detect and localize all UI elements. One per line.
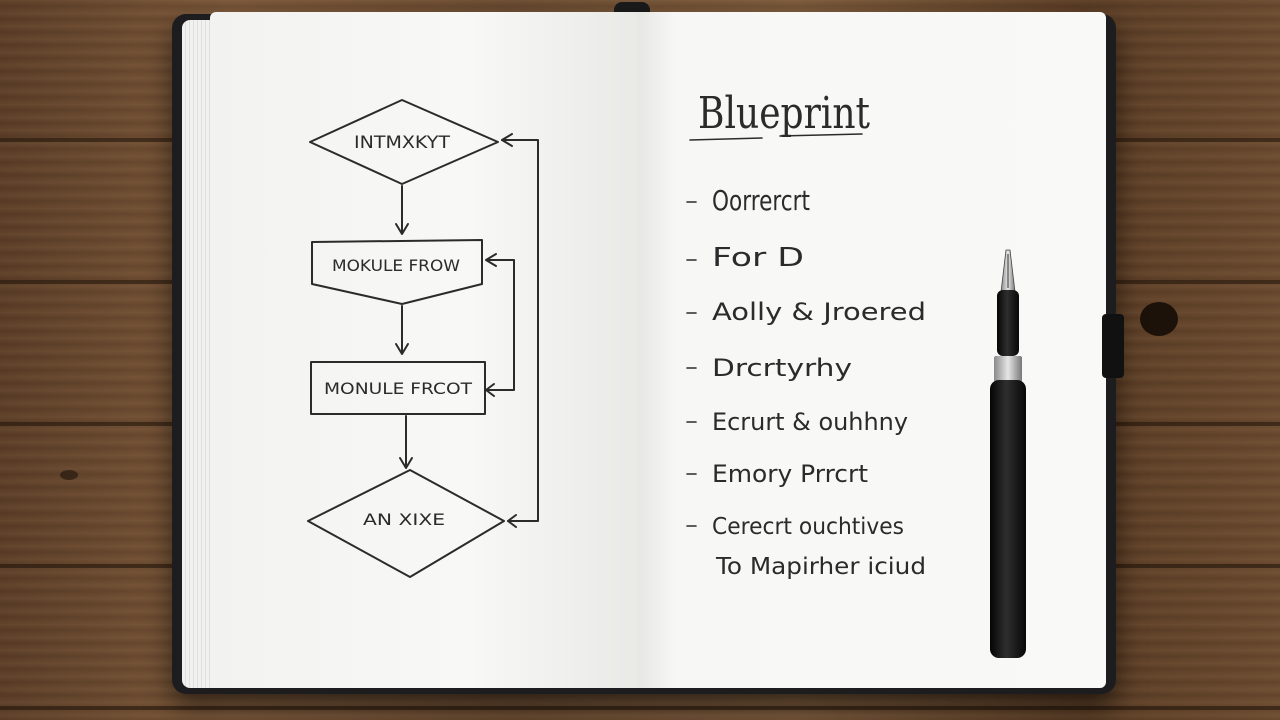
loop-arrow-inner [485, 259, 515, 391]
arrow-head [501, 133, 513, 147]
pen-band [994, 356, 1022, 382]
top-decision-diamond [309, 99, 499, 185]
notes-title: Blueprint [698, 88, 870, 139]
pen-grip [997, 290, 1019, 356]
list-item: Aolly & Jroered [712, 298, 926, 326]
fountain-pen [990, 249, 1026, 658]
process-box-2 [310, 361, 486, 415]
left-page [210, 12, 638, 688]
wood-knot [1140, 302, 1178, 336]
process-2-label: MONULE FRCOT [324, 379, 472, 398]
right-page [638, 12, 1106, 688]
title-underline [779, 133, 863, 137]
title-underline [689, 137, 763, 141]
arrow-head [485, 253, 497, 267]
arrow-head [507, 514, 517, 528]
list-item: Oorrercrt [712, 184, 810, 217]
arrow-head [395, 223, 409, 235]
list-item: Cerecrt ouchtives [712, 514, 904, 540]
bottom-decision-diamond [307, 469, 505, 578]
loop-arrow-outer [501, 139, 539, 522]
wood-knot [60, 470, 78, 480]
list-item: Emory Prrcrt [712, 460, 868, 488]
top-decision-label: INTMXKYT [354, 133, 451, 153]
process-1-label: MOKULE FROW [332, 256, 460, 275]
elastic-band-closure [1102, 314, 1124, 378]
list-item: Ecrurt & ouhhny [712, 408, 908, 436]
arrow-head [395, 343, 409, 355]
pen-barrel [990, 380, 1026, 658]
list-item: Drcrtyrhy [712, 354, 852, 382]
arrow-head [485, 383, 495, 397]
list-item: To Mapirher iciud [715, 554, 926, 580]
process-box-1 [311, 239, 483, 305]
arrow-head [399, 457, 413, 469]
list-item: For D [712, 243, 804, 273]
bottom-decision-label: AN XIXE [363, 510, 445, 529]
